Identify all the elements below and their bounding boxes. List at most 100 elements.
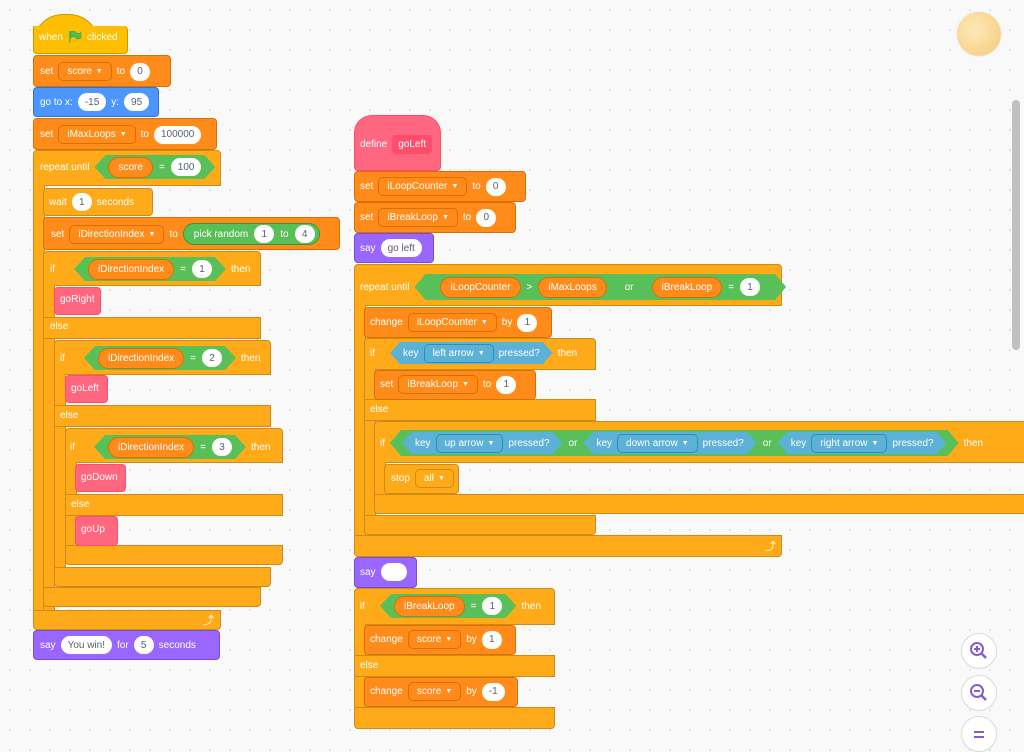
pick-random-reporter[interactable]: pick random 1 to 4	[182, 223, 320, 245]
value-input[interactable]: 100	[171, 158, 202, 176]
caret-down-icon: ▼	[445, 636, 453, 643]
y-input[interactable]: 95	[124, 93, 150, 111]
value-input[interactable]: 1	[740, 278, 760, 296]
set-label: set	[40, 66, 54, 77]
equals-operator[interactable]: score = 100	[94, 155, 215, 179]
or-operator-outer[interactable]: key up arrow▼ pressed? or key down arrow…	[390, 430, 959, 456]
zoom-in-button[interactable]	[961, 633, 997, 669]
equals-operator[interactable]: iBreakLoop = 1	[640, 276, 772, 298]
zoom-reset-button[interactable]	[961, 716, 997, 752]
equals-operator[interactable]: iDirectionIndex = 3	[94, 435, 246, 459]
goLeft-call-block[interactable]	[65, 375, 108, 403]
set-score-row: set score▼ to 0	[40, 62, 151, 81]
caret-down-icon: ▼	[119, 131, 127, 138]
pressed-label: pressed?	[508, 437, 550, 449]
stop-label: stop	[391, 473, 410, 484]
value-input[interactable]: 0	[476, 208, 497, 227]
to-label: to	[140, 129, 149, 140]
wait-block[interactable]	[43, 188, 153, 216]
x-input[interactable]: -15	[77, 93, 107, 111]
breakloop-reporter[interactable]: iBreakLoop	[652, 277, 723, 298]
repeat-until-foot	[33, 610, 221, 630]
direction-reporter[interactable]: iDirectionIndex	[98, 348, 184, 369]
goDown-label: goDown	[81, 472, 118, 483]
value-input[interactable]: 1	[517, 313, 538, 332]
stop-option-dropdown[interactable]: all▼	[414, 469, 454, 488]
pressed-label: pressed?	[892, 437, 934, 449]
wait-label: wait	[49, 196, 67, 208]
variable-dropdown[interactable]: iMaxLoops▼	[58, 125, 136, 144]
key-pressed-sensor[interactable]: key up arrow▼ pressed?	[402, 432, 563, 454]
value-input[interactable]: 1	[192, 260, 212, 278]
equals-icon	[974, 731, 984, 738]
if1-row: if iDirectionIndex = 1 then	[50, 257, 250, 281]
goRight-call-block[interactable]	[54, 287, 101, 315]
direction-reporter[interactable]: iDirectionIndex	[108, 437, 194, 458]
value-input[interactable]: 0	[130, 62, 151, 81]
greater-than-operator[interactable]: iLoopCounter > iMaxLoops	[428, 276, 618, 298]
else-label: else	[71, 499, 90, 510]
go-to-label: go to x:	[40, 96, 73, 108]
loopcounter-reporter[interactable]: iLoopCounter	[440, 277, 520, 298]
variable-dropdown[interactable]: score▼	[407, 682, 462, 701]
message-input[interactable]: go left	[380, 239, 422, 257]
equals-operator[interactable]: iDirectionIndex = 2	[84, 346, 236, 370]
goDown-call-block[interactable]	[75, 464, 126, 492]
value-input[interactable]: 3	[212, 438, 232, 456]
if-left-row: if key left arrow▼ pressed? then	[370, 342, 577, 364]
message-input[interactable]: You win!	[60, 636, 112, 654]
message-input[interactable]	[380, 563, 407, 581]
equals-operator[interactable]: iDirectionIndex = 1	[74, 257, 226, 281]
seconds-input[interactable]: 1	[71, 193, 92, 211]
goLeft-label: goLeft	[71, 383, 99, 394]
else-bar	[354, 655, 555, 677]
value-input[interactable]: 1	[481, 630, 502, 649]
seconds-input[interactable]: 5	[133, 636, 154, 654]
stage-sprite-thumbnail[interactable]	[957, 12, 1001, 56]
from-input[interactable]: 1	[254, 225, 275, 243]
procedure-name[interactable]: goLeft	[392, 135, 433, 154]
variable-dropdown[interactable]: iBreakLoop▼	[398, 375, 478, 394]
variable-dropdown[interactable]: score▼	[58, 62, 112, 81]
zoom-out-button[interactable]	[961, 675, 997, 711]
maxloops-reporter[interactable]: iMaxLoops	[538, 277, 606, 298]
else-label: else	[60, 410, 79, 421]
set-direction-row: set iDirectionIndex▼ to pick random 1 to…	[51, 223, 320, 245]
value-input[interactable]: 100000	[153, 125, 202, 144]
key-dropdown[interactable]: down arrow▼	[617, 434, 698, 453]
caret-down-icon: ▼	[451, 183, 459, 190]
variable-dropdown[interactable]: iBreakLoop▼	[378, 208, 458, 227]
say-label: say	[40, 639, 56, 651]
key-dropdown[interactable]: right arrow▼	[811, 434, 887, 453]
then-label: then	[241, 352, 261, 364]
value-input[interactable]: 1	[482, 597, 502, 615]
breakloop-reporter[interactable]: iBreakLoop	[394, 596, 465, 617]
value-input[interactable]: 2	[202, 349, 222, 367]
key-pressed-sensor[interactable]: key down arrow▼ pressed?	[583, 432, 756, 454]
key-pressed-sensor[interactable]: key left arrow▼ pressed?	[390, 342, 553, 364]
green-flag-icon	[68, 31, 82, 43]
value-input[interactable]: 1	[496, 375, 517, 394]
variable-dropdown[interactable]: iDirectionIndex▼	[69, 224, 165, 244]
variable-dropdown[interactable]: score▼	[407, 630, 462, 649]
direction-reporter[interactable]: iDirectionIndex	[88, 259, 174, 280]
key-pressed-sensor[interactable]: key right arrow▼ pressed?	[778, 432, 947, 454]
score-reporter[interactable]: score	[108, 157, 152, 178]
when-flag-clicked-block[interactable]	[33, 26, 128, 54]
key-label: key	[790, 437, 807, 449]
key-dropdown[interactable]: left arrow▼	[424, 344, 494, 363]
equals-operator[interactable]: iBreakLoop = 1	[380, 594, 516, 618]
value-input[interactable]: 0	[485, 177, 506, 196]
key-dropdown[interactable]: up arrow▼	[436, 434, 504, 453]
variable-dropdown[interactable]: iLoopCounter▼	[378, 177, 468, 196]
or-label: or	[762, 437, 772, 449]
value-input[interactable]: -1	[481, 682, 505, 701]
or-operator[interactable]: iLoopCounter > iMaxLoops or iBreakLoop =…	[414, 274, 786, 300]
then-label: then	[963, 437, 984, 449]
repeat-until-row: repeat until score = 100	[40, 155, 215, 179]
to-input[interactable]: 4	[294, 225, 315, 243]
variable-dropdown[interactable]: iLoopCounter▼	[407, 313, 497, 332]
vertical-scrollbar[interactable]	[1012, 100, 1020, 350]
define-row: define goLeft	[360, 135, 433, 154]
goUp-call-block[interactable]	[75, 516, 118, 546]
